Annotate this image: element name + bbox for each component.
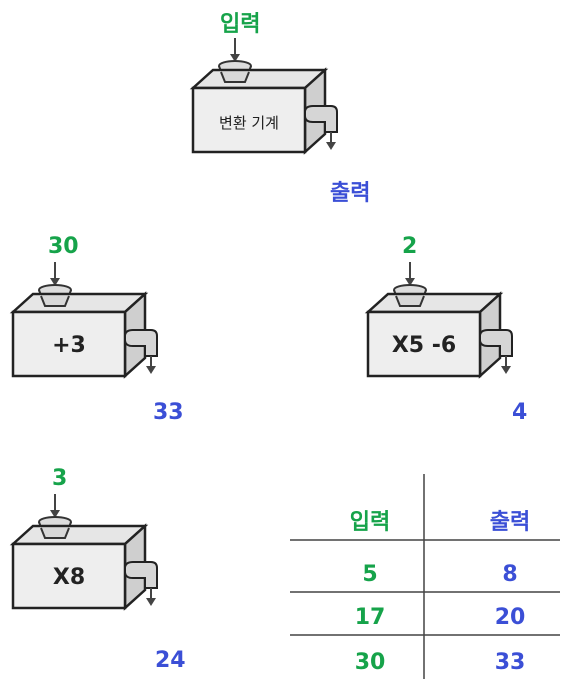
table-cell-input: 5	[362, 562, 378, 587]
main-input-label: 입력	[220, 12, 261, 37]
machine-3-input: 3	[52, 466, 68, 491]
machine-2: X5 -6	[366, 260, 514, 378]
machine-2-input: 2	[402, 234, 418, 259]
machine-2-rule: X5 -6	[392, 333, 456, 358]
table-cell-output: 20	[494, 605, 526, 630]
main-output-label: 출력	[330, 181, 371, 206]
table-cell-output: 33	[494, 650, 526, 675]
machine-3-output: 24	[155, 648, 186, 673]
machine-1: +3	[11, 260, 159, 378]
table-header-input: 입력	[349, 510, 391, 535]
main-machine: 변환 기계	[191, 36, 339, 154]
table-cell-input: 17	[354, 605, 386, 630]
machine-1-rule: +3	[52, 333, 86, 358]
table-cell-output: 8	[502, 562, 518, 587]
input-output-table	[290, 474, 560, 679]
table-header-output: 출력	[489, 510, 531, 535]
machine-3: X8	[11, 492, 159, 610]
machine-1-output: 33	[153, 400, 184, 425]
machine-2-output: 4	[512, 400, 528, 425]
main-machine-body-label: 변환 기계	[219, 114, 279, 132]
machine-3-rule: X8	[53, 565, 85, 590]
table-cell-input: 30	[354, 650, 386, 675]
machine-1-input: 30	[48, 234, 79, 259]
